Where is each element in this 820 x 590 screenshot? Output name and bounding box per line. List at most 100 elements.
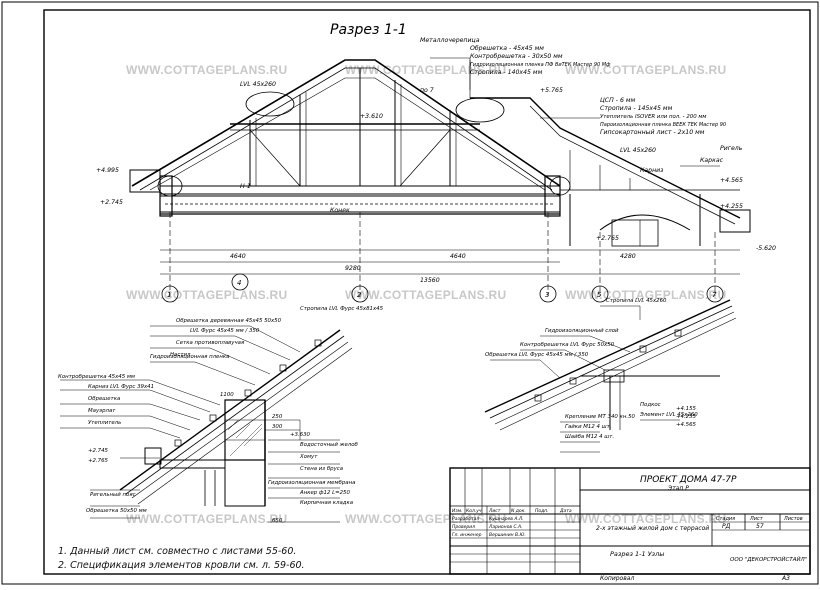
roof-layer-5: Стропила - 140х45 мм xyxy=(470,69,543,76)
dl-label-8: Карниз LVL Фурс 39х41 xyxy=(88,384,154,390)
level-1: +4.995 xyxy=(96,167,119,174)
role-2: Проверил xyxy=(452,524,475,530)
ceiling-layer-5: Гипсокартонный лист - 2х10 мм xyxy=(600,129,705,136)
detail-left xyxy=(60,325,353,523)
dr-level-2: +4.255 xyxy=(676,414,697,420)
label-karniz: Карниз xyxy=(640,167,664,174)
level-2: +2.745 xyxy=(100,199,123,206)
label-rigel: Ригель xyxy=(720,145,743,152)
stamp-desc: 2-х этажный жилой дом с террасой xyxy=(596,525,709,532)
roof-layer-2: Обрешетка - 45х45 мм xyxy=(470,44,544,52)
note-1: 1. Данный лист см. совместно с листами 5… xyxy=(58,546,297,557)
dl-dim-1: 1100 xyxy=(220,392,234,398)
dl-label-3: LVL Фурс 45х45 мм / 350 xyxy=(190,328,260,334)
ceiling-layer-2: Стропила - 145х45 мм xyxy=(600,105,673,112)
watermark: WWW.COTTAGEPLANS.RU xyxy=(126,63,287,77)
stamp-sheets-label: Листов xyxy=(783,516,803,522)
ceiling-layer-3: Утеплитель ISOVER или пол. - 200 мм xyxy=(600,114,706,120)
dl-level-3: +3.630 xyxy=(290,432,311,438)
dr-label-9: Подкос xyxy=(640,402,661,408)
ceiling-layer-4: Пароизоляционная пленка ВЕЕК ТЕК Мастер … xyxy=(600,122,726,128)
dl-level-2: +2.765 xyxy=(88,458,109,464)
dl-label-6: Контробрешетка 45х45 мм xyxy=(58,374,135,380)
col-head-5: Подп. xyxy=(535,508,549,514)
dl-label-11: Утеплитель xyxy=(88,420,121,426)
axis-5: 5 xyxy=(597,291,602,299)
dl-label-19: Обрешетка 50х50 мм xyxy=(86,508,147,514)
dl-label-18: Ригельный пояс xyxy=(90,492,136,498)
dl-label-17: Кирпичная кладка xyxy=(300,500,353,506)
detail-right xyxy=(484,299,737,453)
role-3: Гл. инженер xyxy=(452,532,482,538)
watermark: WWW.COTTAGEPLANS.RU xyxy=(126,288,287,302)
level-8: +4.255 xyxy=(720,203,743,210)
dr-label-6: Гайки М12 4 шт. xyxy=(565,424,611,430)
inner-frame xyxy=(43,9,811,575)
axis-7: 7 xyxy=(712,291,717,299)
role-1: Разработал xyxy=(452,516,479,522)
label-lvl-right: LVL 45х260 xyxy=(620,147,656,154)
axis-4: 4 xyxy=(237,279,241,287)
name-3: Вершинин В.Ю. xyxy=(489,532,526,538)
dr-label-2: Гидроизоляционный слой xyxy=(545,328,619,334)
dl-dim-4: 650 xyxy=(272,518,283,524)
dl-label-9: Обрешетка xyxy=(88,396,120,402)
stamp-stage-label: Стадия xyxy=(716,516,735,522)
level-4: +5.765 xyxy=(540,87,563,94)
dr-label-3: Контробрешетка LVL Фурс 50х50 xyxy=(520,342,615,348)
title-block xyxy=(449,467,811,575)
note-2: 2. Спецификация элементов кровли см. л. … xyxy=(58,560,305,571)
dl-dim-3: 300 xyxy=(272,424,283,430)
ceiling-layer-1: ЦСП - 6 мм xyxy=(600,97,636,104)
col-head-4: N док. xyxy=(511,508,526,514)
stamp-company: ООО "ДЕКОРСТРОЙСТАЙЛ" xyxy=(730,556,807,563)
label-lvl: LVL 45х260 xyxy=(240,81,276,88)
dl-label-13: Хомут xyxy=(299,454,318,460)
label-po7: по 7 xyxy=(420,87,434,94)
name-1: Кушнарев А.Л. xyxy=(489,516,524,522)
dl-label-12: Водосточный желоб xyxy=(300,442,359,448)
dr-level-3: +4.565 xyxy=(676,422,697,428)
label-n1: Н-1 xyxy=(240,183,251,190)
dim-total-1: 9280 xyxy=(345,265,361,272)
watermark: WWW.COTTAGEPLANS.RU xyxy=(345,512,506,526)
level-6: -5.620 xyxy=(756,245,776,252)
watermarks: WWW.COTTAGEPLANS.RU WWW.COTTAGEPLANS.RU … xyxy=(126,63,726,526)
stamp-format: А3 xyxy=(781,575,790,582)
dl-label-4: Сетка противоплавучая xyxy=(176,340,245,346)
dim-total-2: 13560 xyxy=(420,277,440,284)
col-head-6: Дата xyxy=(559,508,572,514)
level-5: +3.610 xyxy=(360,113,383,120)
axis-3: 3 xyxy=(545,291,549,299)
watermark: WWW.COTTAGEPLANS.RU xyxy=(565,288,726,302)
watermark: WWW.COTTAGEPLANS.RU xyxy=(345,288,506,302)
stamp-sheet: 57 xyxy=(756,523,764,530)
axis-2: 2 xyxy=(357,291,362,299)
label-konek: Конек xyxy=(330,207,350,214)
roof-layer-4: Гидроизоляционная пленка ПФ ВиТЕК Мастер… xyxy=(470,62,611,68)
roof-layer-3: Контробрешетка - 30х50 мм xyxy=(470,52,563,60)
dl-label-16: Анкер ф12 L=250 xyxy=(299,490,350,496)
stamp-sheet-title: Разрез 1-1 Узлы xyxy=(610,550,664,558)
watermark: WWW.COTTAGEPLANS.RU xyxy=(565,512,726,526)
dl-label-15: Гидроизоляционная мембрана xyxy=(268,480,355,486)
dim-2: 4640 xyxy=(450,253,466,260)
watermark: WWW.COTTAGEPLANS.RU xyxy=(126,512,287,526)
axis-1: 1 xyxy=(167,291,171,299)
dl-label-1: Стропила LVL Фурс 45х81х45 xyxy=(300,306,384,312)
stamp-footer: Копировал xyxy=(600,575,634,582)
dr-label-7: Шайба М12 4 шт. xyxy=(565,434,614,440)
dl-label-5: Гидроизоляционная пленка xyxy=(150,354,229,360)
col-head-2: Кол.уч xyxy=(466,508,482,514)
dl-label-2: Обрешетка деревянная 45х45 50х50 xyxy=(176,318,282,324)
dl-label-7: Настил xyxy=(170,352,191,358)
name-2: Ларионов С.А. xyxy=(488,524,523,530)
dr-label-1: Стропила LVL 45х260 xyxy=(606,298,667,304)
dr-level-1: +4.155 xyxy=(676,406,697,412)
watermark: WWW.COTTAGEPLANS.RU xyxy=(565,63,726,77)
dim-3: 4280 xyxy=(620,253,636,260)
stamp-stage: РД xyxy=(722,523,731,530)
